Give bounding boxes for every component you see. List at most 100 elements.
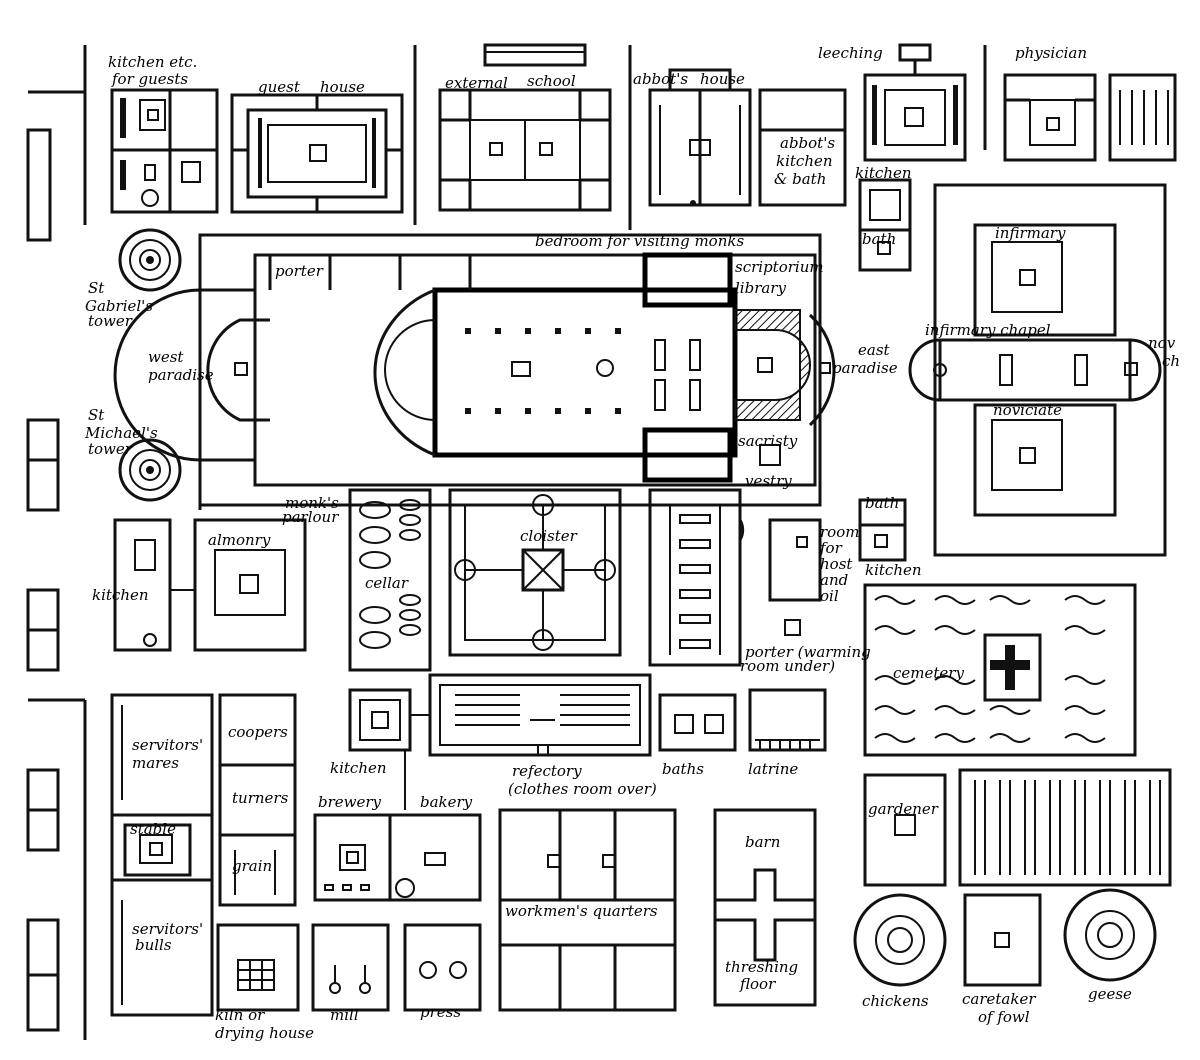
label-workmens-quarters: workmen's quarters xyxy=(505,902,658,920)
label-vestry: vestry xyxy=(745,472,792,490)
label-east-paradise-2: paradise xyxy=(832,359,898,377)
label-barn: barn xyxy=(745,833,780,851)
label-bakery: bakery xyxy=(420,793,473,811)
bath-kitchen-east xyxy=(858,498,907,562)
label-kitchen-guests-2: for guests xyxy=(111,70,188,88)
label-gardener: gardener xyxy=(868,800,939,818)
label-nov-ch-1: nov xyxy=(1148,334,1176,352)
label-stable: stable xyxy=(130,820,176,838)
label-east-paradise-1: east xyxy=(858,341,891,359)
label-abbots-kitchen-1: abbot's xyxy=(780,134,835,152)
label-external: external xyxy=(445,74,508,92)
label-servitors-bulls-1: servitors' xyxy=(132,920,203,938)
label-physician: physician xyxy=(1015,44,1087,62)
label-latrine: latrine xyxy=(748,760,798,778)
external-school xyxy=(438,43,612,212)
label-st-michael-1: St xyxy=(88,406,105,424)
label-bedroom: bedroom for visiting monks xyxy=(535,232,744,250)
label-kitchen-e: kitchen xyxy=(865,561,922,579)
label-kitchen-guests-1: kitchen etc. xyxy=(108,53,197,71)
label-school: school xyxy=(527,72,576,90)
label-mill: mill xyxy=(330,1006,359,1024)
almonry xyxy=(193,518,307,652)
label-guest-house: house xyxy=(320,78,365,96)
latrine xyxy=(748,688,827,752)
label-refectory-1: refectory xyxy=(512,762,582,780)
plan-labels: kitchen etc. for guests guest house exte… xyxy=(84,44,1180,1042)
cemetery xyxy=(863,583,1137,757)
road-lines xyxy=(28,45,987,1040)
label-nov-ch-2: ch xyxy=(1162,352,1180,370)
label-abbots-kitchen-3: & bath xyxy=(774,170,826,188)
label-scriptorium: scriptorium xyxy=(735,258,824,276)
west-edge-buildings xyxy=(26,128,60,1032)
label-room-host-4: and xyxy=(820,571,848,589)
fowl-houses xyxy=(853,888,1157,987)
label-st-michael-2: Michael's xyxy=(84,424,158,442)
label-almonry: almonry xyxy=(208,531,271,549)
cellar xyxy=(348,488,432,672)
abbots-house xyxy=(648,68,847,207)
label-west-paradise-1: west xyxy=(148,348,184,366)
label-kiln-1: kiln or xyxy=(215,1006,265,1024)
label-guest: guest xyxy=(258,78,301,96)
label-servitors-mares-2: mares xyxy=(132,754,179,772)
label-servitors-mares-1: servitors' xyxy=(132,736,203,754)
label-room-host-5: oil xyxy=(820,587,839,605)
label-st-michael-3: tower xyxy=(88,440,133,458)
coopers-turners-grain xyxy=(218,693,297,907)
label-sacristy: sacristy xyxy=(738,432,798,450)
label-leeching: leeching xyxy=(818,44,883,62)
label-infirmary-chapel: infirmary chapel xyxy=(925,321,1051,339)
kiln-mill-press xyxy=(216,923,482,1012)
room-host-oil xyxy=(738,518,822,636)
kitchen-bath-north xyxy=(858,178,912,272)
label-coopers: coopers xyxy=(228,723,288,741)
label-servitors-bulls-2: bulls xyxy=(135,936,172,954)
label-st-gabriel-3: tower xyxy=(88,312,133,330)
dormitory xyxy=(648,488,742,667)
label-caretaker-2: of fowl xyxy=(978,1008,1030,1026)
label-turners: turners xyxy=(232,789,289,807)
baths xyxy=(658,693,737,752)
garden-beds xyxy=(958,768,1172,887)
label-chickens: chickens xyxy=(862,992,929,1010)
label-room-host-2: for xyxy=(819,539,843,557)
label-threshing-2: floor xyxy=(739,975,776,993)
infirmary-complex xyxy=(908,183,1167,557)
label-kiln-2: drying house xyxy=(215,1024,314,1042)
gardener xyxy=(863,773,947,887)
label-threshing-1: threshing xyxy=(725,958,798,976)
kitchen-for-guests xyxy=(110,88,219,214)
label-brewery: brewery xyxy=(318,793,382,811)
label-abbots-kitchen-2: kitchen xyxy=(776,152,833,170)
label-kitchen-ne: kitchen xyxy=(855,164,912,182)
label-west-paradise-2: paradise xyxy=(148,366,214,384)
brewery-bakery xyxy=(313,813,482,902)
label-cloister: cloister xyxy=(520,527,578,545)
refectory xyxy=(428,673,652,757)
label-grain: grain xyxy=(232,857,272,875)
guest-house xyxy=(230,93,404,214)
label-porter-warming-1: porter (warming xyxy=(745,643,871,661)
label-kitchen-s: kitchen xyxy=(330,759,387,777)
label-monks-parlour-2: parlour xyxy=(282,508,339,526)
label-press: press xyxy=(420,1003,461,1021)
label-monks-parlour-1: monk's xyxy=(285,494,339,512)
label-bath-ne: bath xyxy=(862,230,896,248)
label-cellar: cellar xyxy=(365,574,409,592)
label-room-host-3: host xyxy=(820,555,853,573)
label-abbots: abbot's xyxy=(633,70,688,88)
label-refectory-2: (clothes room over) xyxy=(508,780,657,798)
workmens-quarters xyxy=(498,808,677,1012)
label-st-gabriel-1: St xyxy=(88,279,105,297)
label-caretaker-1: caretaker xyxy=(962,990,1036,1008)
label-kitchen-w: kitchen xyxy=(92,586,149,604)
label-abbots-house: house xyxy=(700,70,745,88)
label-porter: porter xyxy=(275,262,324,280)
kitchen-west xyxy=(113,518,195,652)
label-baths: baths xyxy=(662,760,704,778)
cloister xyxy=(448,488,622,657)
label-infirmary: infirmary xyxy=(995,224,1066,242)
